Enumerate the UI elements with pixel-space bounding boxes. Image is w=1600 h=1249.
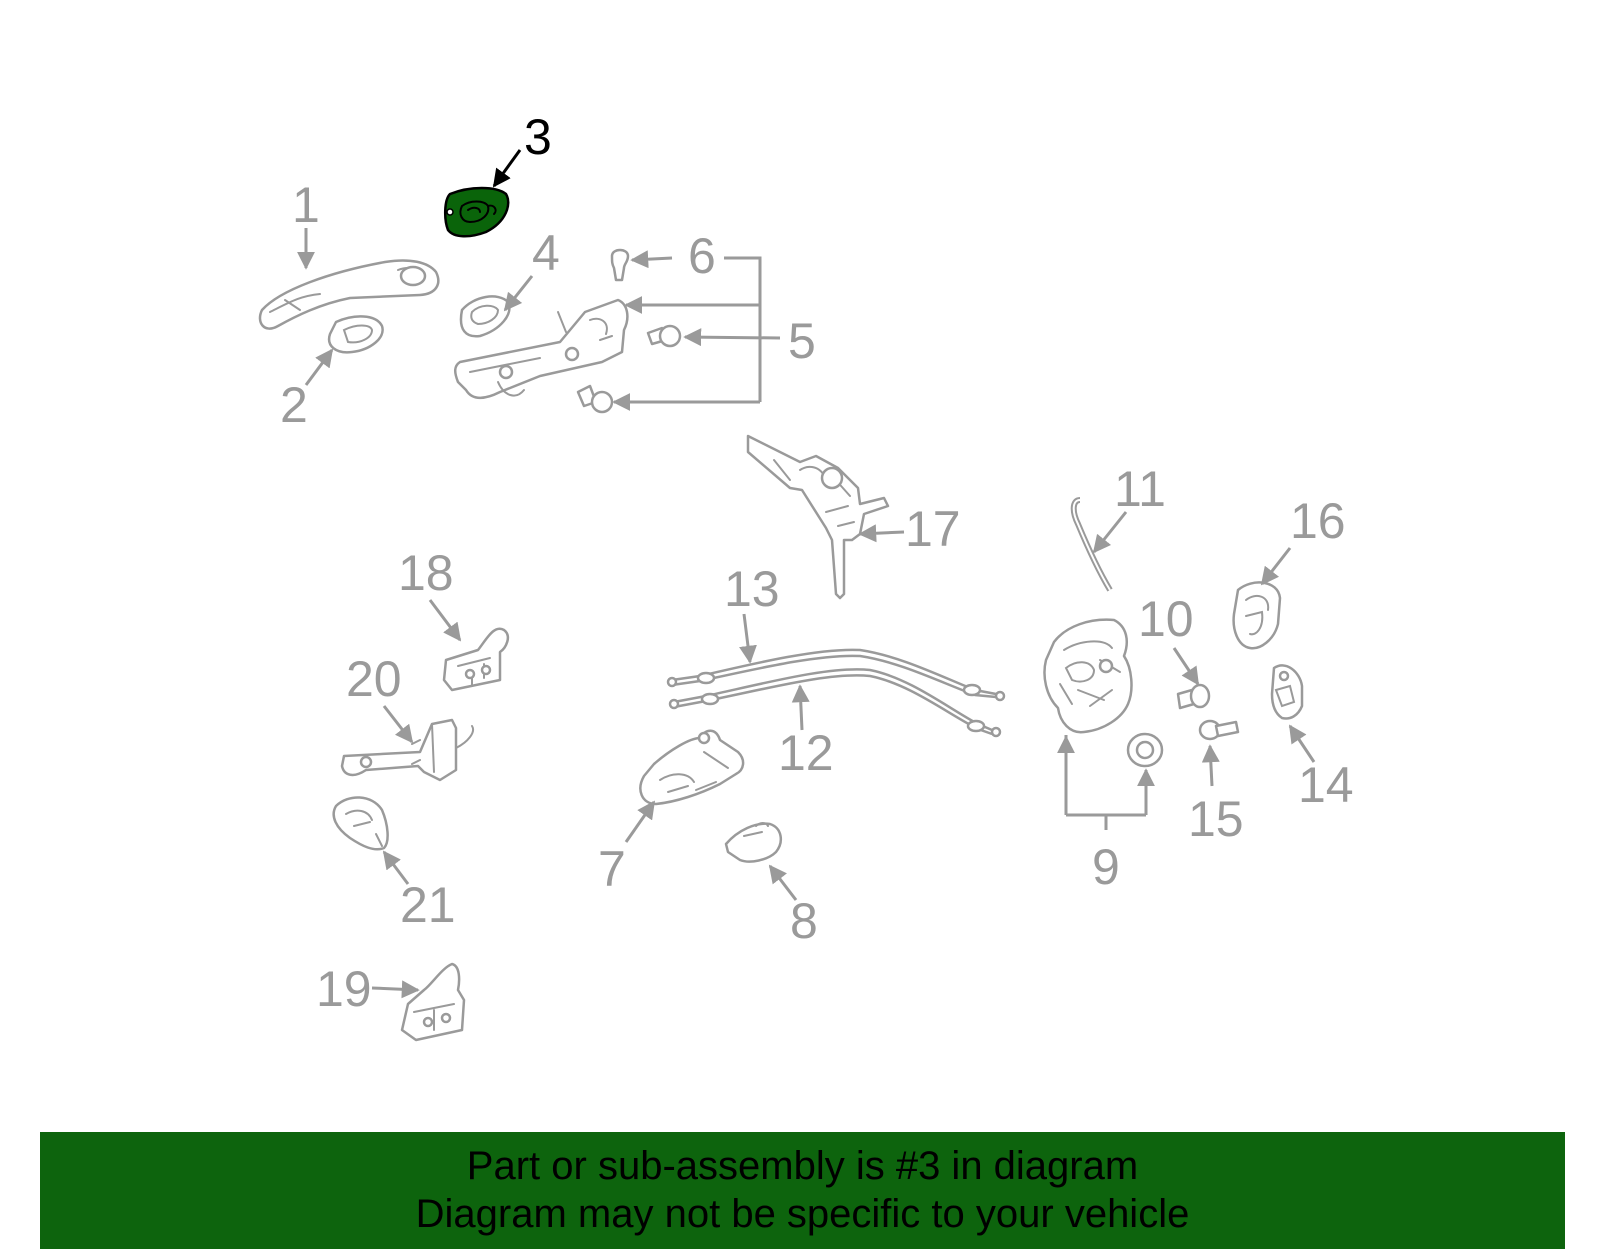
banner-line-2: Diagram may not be specific to your vehi… xyxy=(415,1192,1190,1236)
part-11-rod[interactable] xyxy=(1070,497,1113,592)
leader-12 xyxy=(791,684,810,731)
bracket-9 xyxy=(1064,735,1148,830)
callout-8: 8 xyxy=(790,893,818,949)
leader-19 xyxy=(371,980,420,999)
leader-17 xyxy=(858,524,905,543)
part-4-gasket[interactable] xyxy=(459,295,511,338)
banner-line-1: Part or sub-assembly is #3 in diagram xyxy=(466,1144,1139,1188)
part-2-handle-bezel[interactable] xyxy=(327,315,384,354)
part-15-screw[interactable] xyxy=(1198,719,1240,741)
callout-15: 15 xyxy=(1188,791,1244,847)
leader-6 xyxy=(630,250,673,269)
callout-9: 9 xyxy=(1092,839,1120,895)
leader-11 xyxy=(1092,511,1128,554)
info-banner: Part or sub-assembly is #3 in diagram Di… xyxy=(40,1132,1565,1249)
callout-6: 6 xyxy=(688,228,716,284)
callout-10: 10 xyxy=(1138,591,1194,647)
part-3-highlighted[interactable] xyxy=(444,186,510,238)
callout-4: 4 xyxy=(532,225,560,281)
leader-16 xyxy=(1260,547,1292,586)
leader-5-a xyxy=(683,328,781,347)
callout-13: 13 xyxy=(724,561,780,617)
leader-21 xyxy=(382,850,410,885)
callout-7: 7 xyxy=(598,841,626,897)
callout-19: 19 xyxy=(316,961,372,1017)
callout-12: 12 xyxy=(778,725,834,781)
part-1-outside-handle[interactable] xyxy=(258,259,440,330)
callout-2: 2 xyxy=(280,377,308,433)
callout-14: 14 xyxy=(1298,757,1354,813)
part-19-hinge[interactable] xyxy=(400,962,466,1042)
callout-1: 1 xyxy=(292,177,320,233)
callout-3: 3 xyxy=(524,109,552,165)
leader-2 xyxy=(304,348,334,386)
part-16-cover[interactable] xyxy=(1232,581,1282,650)
leader-18 xyxy=(428,599,462,642)
callout-5: 5 xyxy=(788,313,816,369)
part-14-striker[interactable] xyxy=(1270,664,1304,720)
callout-16: 16 xyxy=(1290,493,1346,549)
part-10-bolt[interactable] xyxy=(1176,683,1211,710)
part-18-hinge[interactable] xyxy=(442,627,510,692)
callout-20: 20 xyxy=(346,651,402,707)
part-8-knob[interactable] xyxy=(724,822,783,863)
callout-17: 17 xyxy=(905,501,961,557)
leader-15 xyxy=(1201,744,1220,787)
leader-3 xyxy=(492,149,522,188)
leader-20 xyxy=(382,705,414,744)
leader-14 xyxy=(1288,724,1316,763)
leader-4 xyxy=(503,275,534,312)
leader-7 xyxy=(624,800,656,843)
callout-11: 11 xyxy=(1114,461,1166,517)
part-21-cover[interactable] xyxy=(332,796,389,851)
part-20-door-check[interactable] xyxy=(340,718,474,782)
callout-21: 21 xyxy=(400,877,456,933)
part-9-latch-assembly[interactable] xyxy=(1043,618,1164,768)
part-12-cable[interactable] xyxy=(668,668,1002,738)
part-7-inside-handle[interactable] xyxy=(639,729,745,806)
part-17-lock-cylinder[interactable] xyxy=(746,434,890,600)
part-13-cable[interactable] xyxy=(666,648,1006,702)
part-6-screw[interactable] xyxy=(610,248,630,282)
leader-8 xyxy=(768,864,798,901)
callout-18: 18 xyxy=(398,545,454,601)
bracket-5-6 xyxy=(724,256,762,402)
leader-10 xyxy=(1172,647,1200,686)
leader-13 xyxy=(739,613,757,664)
